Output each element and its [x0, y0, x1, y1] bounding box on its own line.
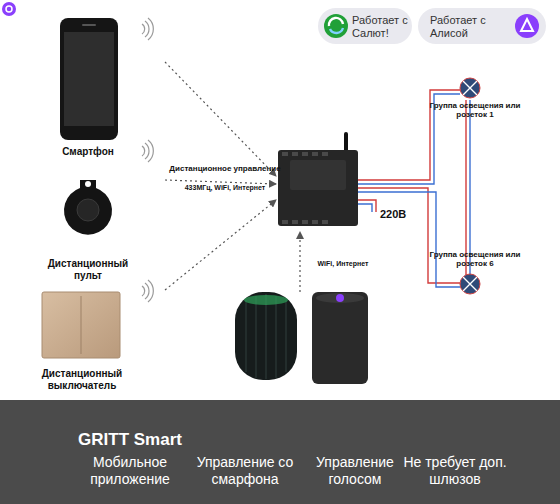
salute-circle — [324, 14, 348, 38]
remote-button — [77, 199, 99, 221]
control-arrow — [165, 180, 276, 184]
switch-divider — [81, 296, 82, 354]
caption-label: Дистанционный пульт — [38, 258, 138, 281]
caption-label: Дистанционный выключатель — [26, 368, 138, 391]
neutral-wire — [469, 100, 470, 275]
badge-pill: Работает с Салют! — [318, 8, 412, 44]
neutral-wire — [358, 192, 460, 287]
alice-icon — [2, 2, 16, 16]
speaker-ribs — [246, 294, 286, 379]
control-arrow — [165, 200, 276, 290]
salute-swirl — [330, 28, 343, 33]
live-wire — [465, 100, 466, 275]
control-arrow — [165, 62, 276, 176]
smartphone-body — [60, 18, 118, 140]
wireless-switch — [42, 292, 120, 358]
speaker-top — [316, 293, 364, 303]
node-text: Мобильное приложение — [60, 454, 200, 488]
alice-logo — [514, 13, 540, 39]
caption-label: Дистанционное управление — [166, 164, 284, 173]
badge-pill: Работает с Алисой — [418, 8, 546, 44]
speaker-glow — [244, 295, 288, 305]
speaker-yandex — [312, 292, 368, 384]
salute-swirl — [329, 18, 343, 26]
feature-band: GRITT SmartМобильное приложениеУправлени… — [0, 400, 560, 504]
band-heading: GRITT Smart — [30, 430, 230, 450]
caption-label: 433МГц, WiFi, Интернет — [166, 184, 284, 192]
caption-label: Смартфон — [38, 146, 138, 158]
control-arrow — [299, 232, 300, 292]
alice-triangle — [521, 19, 533, 31]
live-wire — [358, 188, 460, 283]
controller-antenna — [344, 134, 348, 152]
caption-label: Группа освещения или розеток 6 — [428, 250, 522, 268]
wifi-signal — [142, 280, 153, 302]
controller-panel — [290, 160, 346, 190]
remote-fob — [64, 180, 112, 235]
node-text: Управление со смарфона — [190, 454, 300, 488]
lamp-cross — [463, 81, 477, 95]
supply-wire — [358, 200, 376, 212]
caption-label: WiFi, Интернет — [306, 260, 380, 268]
controller-box — [278, 150, 358, 226]
smartphone-speaker — [82, 24, 96, 26]
wifi-signal — [142, 140, 153, 162]
alice-icon-ring — [6, 6, 12, 12]
speaker-sber — [235, 292, 297, 380]
smartphone-screen — [64, 32, 114, 126]
speaker-light — [336, 294, 344, 302]
node-text: Управление голосом — [300, 454, 410, 488]
lamp-symbol — [460, 78, 480, 98]
salute-logo — [323, 13, 349, 39]
caption-label: Группа освещения или розеток 1 — [428, 101, 522, 119]
lamp-cross — [463, 277, 477, 291]
node-text: Не требует доп. шлюзов — [395, 454, 515, 488]
alice-circle — [515, 14, 539, 38]
remote-ring-hole — [85, 181, 91, 187]
node-text: Работает с Алисой — [430, 14, 500, 39]
supply-wire — [358, 204, 372, 212]
wifi-signal — [142, 18, 153, 40]
node-text: Работает с Салют! — [352, 14, 408, 39]
lamp-symbol — [460, 274, 480, 294]
caption-label: 220В — [380, 208, 420, 221]
controller-terminals — [282, 152, 328, 224]
